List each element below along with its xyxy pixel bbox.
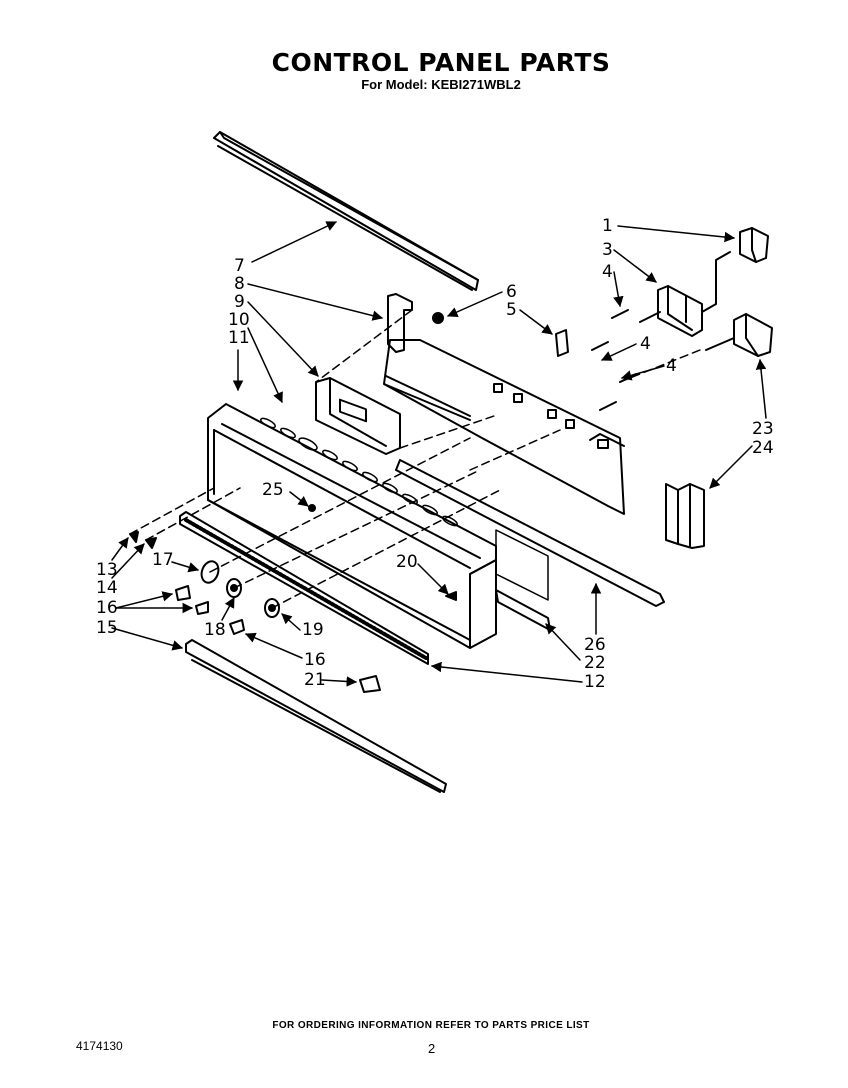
callout-16: 16 <box>96 598 118 618</box>
part-6-nut <box>432 312 444 324</box>
mounting-plate <box>383 339 625 515</box>
callout-21: 21 <box>304 670 326 690</box>
page-number: 2 <box>428 1041 436 1056</box>
part-22-strip <box>495 589 551 631</box>
callout-7: 7 <box>234 256 245 276</box>
model-subtitle: For Model: KEBI271WBL2 <box>361 77 521 92</box>
callout-12: 12 <box>584 672 606 692</box>
callout-14: 14 <box>96 578 118 598</box>
callout-19: 19 <box>302 620 324 640</box>
part-15-lower-trim <box>185 639 447 793</box>
part-1-switch <box>739 227 769 263</box>
callout-13: 13 <box>96 560 118 580</box>
part-12-vent-grille <box>179 511 429 665</box>
part-8-bracket <box>387 293 413 353</box>
part-4-pins <box>591 309 637 411</box>
callout-16: 16 <box>304 650 326 670</box>
page-title: CONTROL PANEL PARTS <box>271 48 611 77</box>
part-5-clip <box>555 329 569 357</box>
callout-4: 4 <box>666 356 677 376</box>
display-window <box>495 529 549 601</box>
callout-4: 4 <box>640 334 651 354</box>
callout-4: 4 <box>602 262 613 282</box>
part-9-electronic-control <box>315 377 401 455</box>
callout-25: 25 <box>262 480 284 500</box>
callout-22: 22 <box>584 653 606 673</box>
assembly-lines <box>129 309 701 609</box>
part-11-console-frame <box>207 403 497 649</box>
knobs-and-washers <box>129 504 457 693</box>
callout-26: 26 <box>584 635 606 655</box>
button-slots <box>260 417 458 527</box>
leader-arrows <box>111 221 767 687</box>
callout-18: 18 <box>204 620 226 640</box>
callout-15: 15 <box>96 618 118 638</box>
callout-20: 20 <box>396 552 418 572</box>
callout-1: 1 <box>602 216 613 236</box>
callout-24: 24 <box>752 438 774 458</box>
callout-6: 6 <box>506 282 517 302</box>
callout-9: 9 <box>234 292 245 312</box>
callout-5: 5 <box>506 300 517 320</box>
callout-10: 10 <box>228 310 250 330</box>
callout-17: 17 <box>152 550 174 570</box>
part-23-switch <box>705 313 773 357</box>
part-24-bracket <box>665 483 705 549</box>
callout-11: 11 <box>228 328 250 348</box>
ordering-note: FOR ORDERING INFORMATION REFER TO PARTS … <box>272 1020 590 1031</box>
callout-3: 3 <box>602 240 613 260</box>
callout-23: 23 <box>752 419 774 439</box>
part-7-top-trim <box>213 131 479 291</box>
callout-8: 8 <box>234 274 245 294</box>
part-26-rail <box>395 459 665 607</box>
document-number: 4174130 <box>76 1039 123 1053</box>
part-3-switch <box>639 251 731 337</box>
